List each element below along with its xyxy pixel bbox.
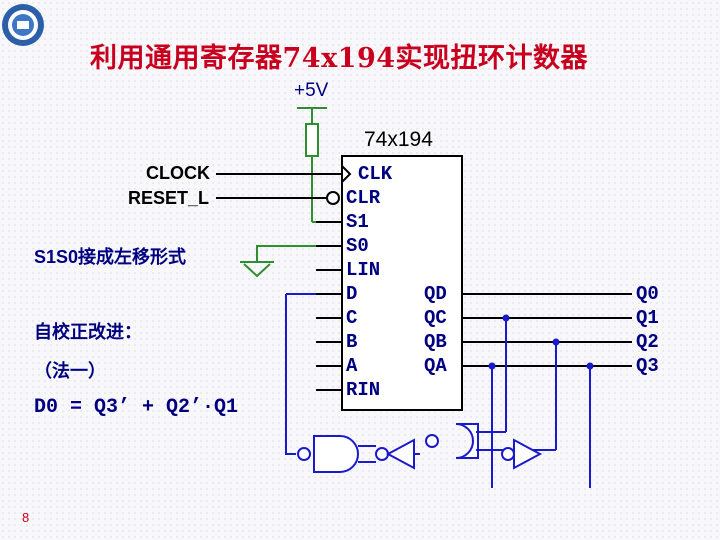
pin-clr: CLR xyxy=(346,187,381,209)
pin-b: B xyxy=(346,331,358,353)
pin-rin: RIN xyxy=(346,379,381,401)
output-q2: Q2 xyxy=(636,331,659,353)
self-correct-note: 自校正改进： xyxy=(34,322,142,342)
output-q1: Q1 xyxy=(636,307,659,329)
chip-name: 74x194 xyxy=(364,128,433,151)
supply-label: +5V xyxy=(294,80,329,101)
pin-lin: LIN xyxy=(346,259,381,281)
output-wires xyxy=(462,293,632,367)
reset-label: RESET_L xyxy=(128,188,210,208)
pin-qb: QB xyxy=(424,331,447,353)
mode-note: S1S0接成左移形式 xyxy=(34,247,187,267)
pin-s1: S1 xyxy=(346,211,369,233)
pullup-network xyxy=(240,107,340,278)
output-q3: Q3 xyxy=(636,355,659,377)
pin-qa: QA xyxy=(424,355,447,377)
feedback-network xyxy=(285,293,591,488)
slide-title: 利用通用寄存器74x194实现扭环计数器 xyxy=(90,43,589,74)
pin-a: A xyxy=(346,355,358,377)
output-q0: Q0 xyxy=(636,283,659,305)
control-wires xyxy=(216,165,352,205)
university-logo xyxy=(2,4,44,46)
pin-c: C xyxy=(346,307,358,329)
equation-note: D0 = Q3’ + Q2’·Q1 xyxy=(34,396,239,419)
chip-input-pins: CLK CLR S1 S0 LIN D C B A RIN xyxy=(346,162,392,402)
chip-output-pins: QD QC QB QA xyxy=(424,282,447,378)
input-pin-stubs xyxy=(316,221,342,391)
output-labels: Q0 Q1 Q2 Q3 xyxy=(636,282,659,378)
clock-label: CLOCK xyxy=(146,163,210,183)
pin-d: D xyxy=(346,283,358,305)
method-note: （法一） xyxy=(34,361,106,381)
pin-s0: S0 xyxy=(346,235,369,257)
page-number: 8 xyxy=(22,510,30,525)
pin-clk: CLK xyxy=(358,163,393,185)
pin-qc: QC xyxy=(424,307,447,329)
chip-body xyxy=(341,155,463,411)
pin-qd: QD xyxy=(424,283,447,305)
